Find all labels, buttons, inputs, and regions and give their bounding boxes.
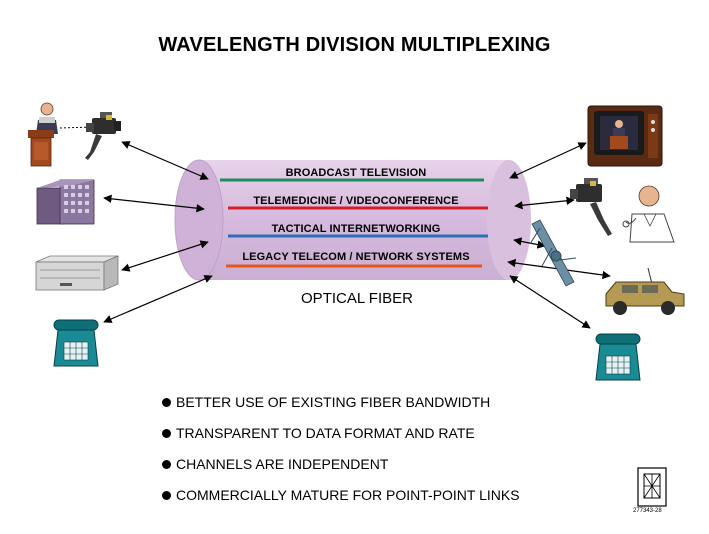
- bullet-item: TRANSPARENT TO DATA FORMAT AND RATE: [162, 425, 520, 456]
- bullet-dot: [162, 398, 171, 407]
- telephone-icon-right: [595, 333, 641, 381]
- television-icon: [587, 105, 663, 167]
- arrow-right-5: [509, 275, 591, 329]
- arrow-left-3: [121, 240, 209, 272]
- arrow-left-2: [103, 194, 205, 213]
- channel-label-telemedicine: TELEMEDICINE / VIDEOCONFERENCE: [253, 195, 459, 207]
- bullet-item: BETTER USE OF EXISTING FIBER BANDWIDTH: [162, 394, 520, 425]
- optical-fiber-label: OPTICAL FIBER: [301, 290, 413, 307]
- doctor-icon: [622, 185, 675, 243]
- bullet-list: BETTER USE OF EXISTING FIBER BANDWIDTH T…: [162, 394, 520, 518]
- arrow-left-4: [103, 275, 213, 323]
- channel-lines: [220, 178, 488, 268]
- military-vehicle-icon: [605, 267, 685, 315]
- arrow-right-3: [513, 237, 546, 249]
- video-camera-icon-left: [85, 112, 121, 160]
- bullet-dot: [162, 460, 171, 469]
- channel-label-broadcast: BROADCAST TELEVISION: [285, 167, 427, 179]
- arrow-right-2: [514, 196, 575, 210]
- arrow-right-1: [509, 142, 587, 179]
- channel-label-tactical: TACTICAL INTERNETWORKING: [271, 223, 441, 235]
- video-camera-icon-right: [570, 178, 612, 236]
- telephone-icon-left: [53, 319, 99, 367]
- channel-label-legacy: LEGACY TELECOM / NETWORK SYSTEMS: [242, 251, 470, 263]
- bullet-item: COMMERCIALLY MATURE FOR POINT-POINT LINK…: [162, 487, 520, 518]
- server-unit-icon: [35, 255, 119, 291]
- bullet-item: CHANNELS ARE INDEPENDENT: [162, 456, 520, 487]
- left-arrows: [103, 141, 213, 323]
- logo-icon: [637, 467, 667, 507]
- antenna-mast-icon: [529, 219, 577, 287]
- page-title: WAVELENGTH DIVISION MULTIPLEXING: [158, 34, 551, 56]
- bullet-dot: [162, 491, 171, 500]
- figure-code: 277343-28: [633, 508, 662, 514]
- speaker-at-podium-icon: [28, 102, 58, 167]
- bullet-dot: [162, 429, 171, 438]
- building-icon: [36, 179, 95, 225]
- arrow-left-1: [121, 141, 209, 180]
